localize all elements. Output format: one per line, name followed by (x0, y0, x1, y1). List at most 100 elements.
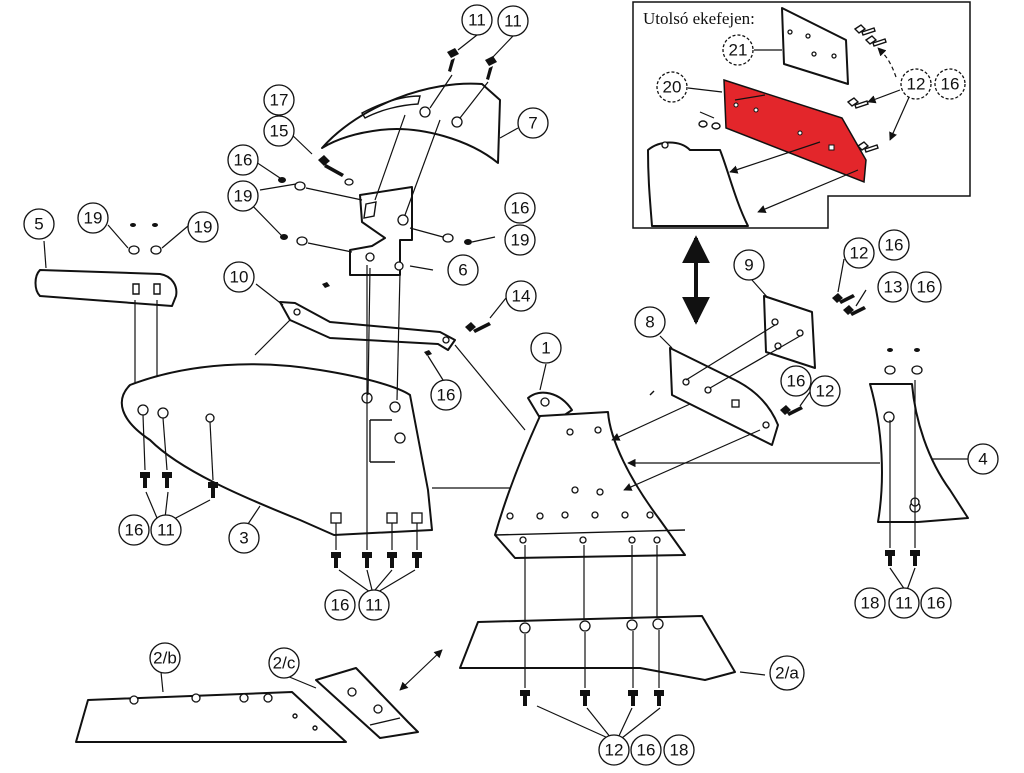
callout-7: 7 (517, 107, 549, 139)
callout-11: 11 (497, 5, 529, 37)
callout-16: 16 (630, 734, 662, 766)
callout-leaders (43, 34, 968, 739)
callout-16: 16 (920, 587, 952, 619)
callout-11: 11 (888, 587, 920, 619)
svg-text:12: 12 (816, 382, 835, 401)
callout-2c: 2/c (268, 647, 300, 679)
inset-title: Utolsó ekefejen: (643, 9, 755, 28)
callout-8: 8 (634, 306, 666, 338)
svg-text:16: 16 (234, 151, 253, 170)
callout-18: 18 (854, 587, 886, 619)
svg-text:16: 16 (511, 199, 530, 218)
part-1-frog (494, 391, 686, 559)
svg-text:11: 11 (895, 594, 913, 613)
svg-text:12: 12 (605, 741, 624, 760)
callout-6: 6 (447, 254, 479, 286)
bolts-11-upper (429, 48, 497, 119)
svg-text:21: 21 (729, 41, 748, 60)
svg-text:14: 14 (512, 287, 531, 306)
callout-12: 12 (809, 375, 841, 407)
svg-text:11: 11 (468, 11, 486, 30)
svg-text:19: 19 (194, 218, 213, 237)
part-3-moldboard (120, 267, 433, 536)
callout-1: 1 (530, 332, 562, 364)
svg-text:8: 8 (645, 313, 654, 332)
callout-16: 16 (324, 589, 356, 621)
svg-text:9: 9 (744, 256, 753, 275)
svg-text:16: 16 (917, 278, 936, 297)
callout-5: 5 (23, 208, 55, 240)
callout-16: 16 (118, 514, 150, 546)
callout-2b: 2/b (149, 642, 181, 674)
svg-text:19: 19 (234, 187, 253, 206)
callout-19: 19 (504, 224, 536, 256)
svg-text:19: 19 (511, 231, 530, 250)
svg-text:4: 4 (978, 450, 987, 469)
callout-16: 16 (934, 68, 966, 100)
svg-text:16: 16 (941, 75, 960, 94)
callout-3: 3 (228, 522, 260, 554)
svg-text:12: 12 (850, 244, 869, 263)
callout-12: 12 (598, 734, 630, 766)
callout-16: 16 (227, 144, 259, 176)
svg-text:7: 7 (528, 114, 537, 133)
callout-9: 9 (733, 249, 765, 281)
callouts: 11 11 7 17 15 16 19 16 19 6 5 19 19 10 1… (23, 4, 999, 766)
svg-text:1: 1 (541, 339, 550, 358)
fasteners-15-16-19 (278, 155, 472, 253)
svg-text:16: 16 (125, 521, 144, 540)
callout-16: 16 (430, 379, 462, 411)
svg-text:16: 16 (637, 741, 656, 760)
svg-text:2/b: 2/b (153, 649, 177, 668)
inset-last-body (632, 1, 971, 229)
callout-10: 10 (223, 261, 255, 293)
callout-11: 11 (150, 514, 182, 546)
part-2b-share (75, 691, 347, 743)
callout-12: 12 (900, 68, 932, 100)
svg-text:15: 15 (270, 122, 289, 141)
svg-text:2/c: 2/c (273, 654, 296, 673)
callout-16: 16 (910, 271, 942, 303)
callout-14: 14 (505, 280, 537, 312)
svg-text:3: 3 (239, 529, 248, 548)
part-5-strip (34, 223, 178, 385)
part-8-landside (649, 347, 779, 446)
callout-2a: 2/a (769, 655, 805, 691)
svg-text:18: 18 (861, 594, 880, 613)
svg-text:11: 11 (365, 596, 383, 615)
svg-text:17: 17 (270, 91, 289, 110)
part-2a-share (459, 545, 736, 706)
svg-text:19: 19 (84, 209, 103, 228)
callout-16: 16 (504, 192, 536, 224)
svg-text:16: 16 (927, 594, 946, 613)
part-4-shin (627, 348, 969, 566)
svg-text:13: 13 (884, 278, 903, 297)
callout-11: 11 (358, 589, 390, 621)
callout-19: 19 (77, 202, 109, 234)
part-7-moldboard-extension (321, 82, 501, 164)
part-9-plate (611, 293, 866, 491)
callout-17: 17 (263, 84, 295, 116)
svg-text:20: 20 (663, 78, 682, 97)
bolts-part-3 (140, 265, 551, 568)
callout-19: 19 (187, 211, 219, 243)
svg-text:11: 11 (157, 521, 175, 540)
callout-20: 20 (656, 71, 688, 103)
svg-text:16: 16 (787, 372, 806, 391)
svg-text:10: 10 (230, 268, 249, 287)
part-2c-point (315, 649, 443, 739)
part-6-bracket (349, 114, 441, 276)
callout-11: 11 (461, 4, 493, 36)
callout-15: 15 (263, 115, 295, 147)
callout-16: 16 (780, 365, 812, 397)
svg-text:6: 6 (458, 261, 467, 280)
callout-21: 21 (722, 34, 754, 66)
svg-text:16: 16 (331, 596, 350, 615)
callout-13: 13 (877, 271, 909, 303)
part-20-red-plate (723, 78, 867, 184)
svg-text:2/a: 2/a (775, 664, 799, 683)
callout-12: 12 (843, 237, 875, 269)
svg-text:16: 16 (437, 386, 456, 405)
